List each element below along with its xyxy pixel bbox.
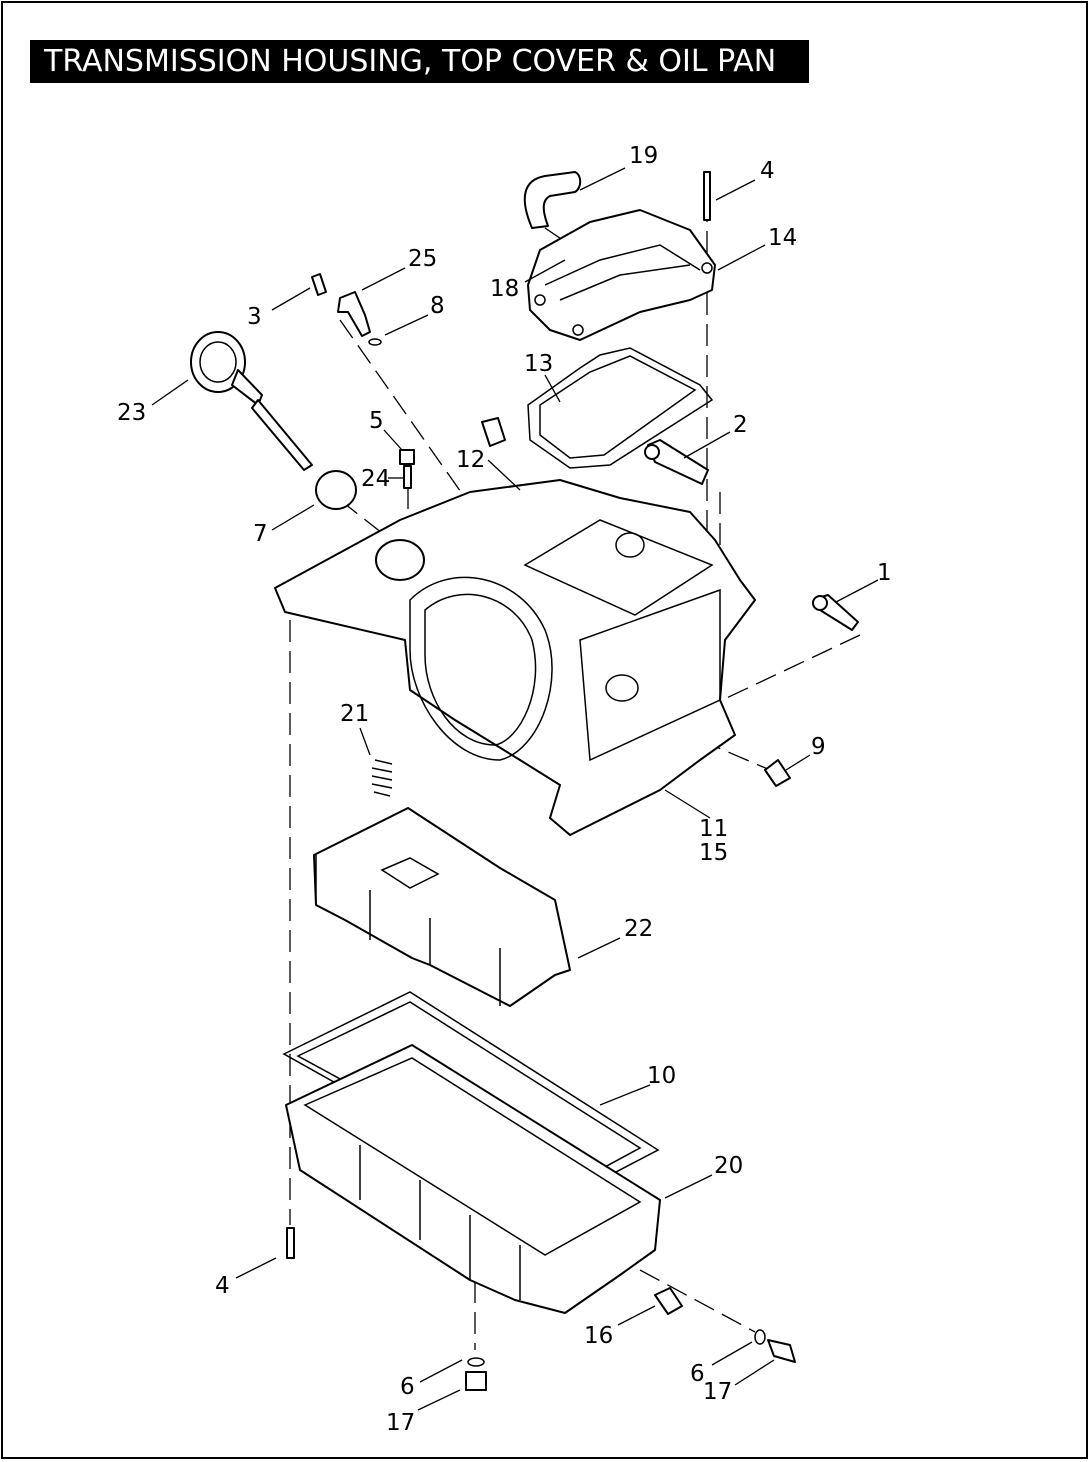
fitting-16	[654, 1287, 683, 1315]
callout-labels: 19 4 14 25 18 3 8 13 23 5 2 12 24 7 1 21…	[117, 143, 892, 1436]
nut-5	[399, 449, 415, 465]
callout-21: 21	[340, 701, 369, 727]
callout-3: 3	[247, 304, 262, 330]
callout-18: 18	[490, 276, 519, 302]
callout-6-right: 6	[690, 1361, 705, 1387]
vent-hose-19	[523, 171, 582, 229]
callout-13: 13	[524, 351, 553, 377]
callout-20: 20	[714, 1153, 743, 1179]
callout-4-bottom: 4	[215, 1273, 230, 1299]
bolt-1	[812, 594, 859, 631]
fitting-25	[337, 291, 371, 337]
oil-pan-20	[285, 1044, 661, 1314]
dipstick-23	[190, 331, 313, 471]
transmission-housing-11	[274, 479, 756, 836]
bolt-4-top	[703, 171, 711, 221]
top-cover-14	[527, 209, 716, 341]
callout-17-bottom: 17	[386, 1410, 415, 1436]
callout-14: 14	[768, 225, 797, 251]
callout-10: 10	[647, 1063, 676, 1089]
callout-19: 19	[629, 143, 658, 169]
screw-3	[311, 273, 327, 296]
washer-6-bottom	[467, 1357, 485, 1367]
baffle-22	[313, 807, 571, 1007]
callout-4-top: 4	[760, 158, 775, 184]
callout-9: 9	[811, 734, 826, 760]
callout-2: 2	[733, 412, 748, 438]
callout-22: 22	[624, 916, 653, 942]
bolt-2	[644, 439, 709, 485]
bolt-4-bottom	[286, 1227, 295, 1259]
top-cover-gasket-13	[527, 347, 714, 469]
callout-leaders	[151, 167, 879, 1411]
callout-5: 5	[369, 408, 384, 434]
callout-1: 1	[877, 560, 892, 586]
callout-25: 25	[408, 246, 437, 272]
plug-17-bottom	[465, 1371, 487, 1391]
plug-9	[764, 759, 791, 787]
callout-23: 23	[117, 400, 146, 426]
spring-21	[371, 759, 393, 797]
callout-16: 16	[584, 1323, 613, 1349]
stud-24	[403, 465, 412, 489]
callout-12: 12	[456, 447, 485, 473]
callout-7: 7	[253, 521, 268, 547]
callout-17-right: 17	[703, 1379, 732, 1405]
o-ring-7	[315, 470, 357, 510]
washer-6-right	[754, 1329, 766, 1345]
callout-11: 11	[699, 816, 728, 842]
callout-15: 15	[699, 840, 728, 866]
plug-17-right	[767, 1339, 796, 1363]
callout-24: 24	[361, 466, 390, 492]
callout-8: 8	[430, 293, 445, 319]
o-ring-8	[368, 338, 382, 346]
diagram-title: TRANSMISSION HOUSING, TOP COVER & OIL PA…	[30, 40, 809, 83]
callout-6-bottom: 6	[400, 1374, 415, 1400]
switch-12	[481, 417, 506, 447]
